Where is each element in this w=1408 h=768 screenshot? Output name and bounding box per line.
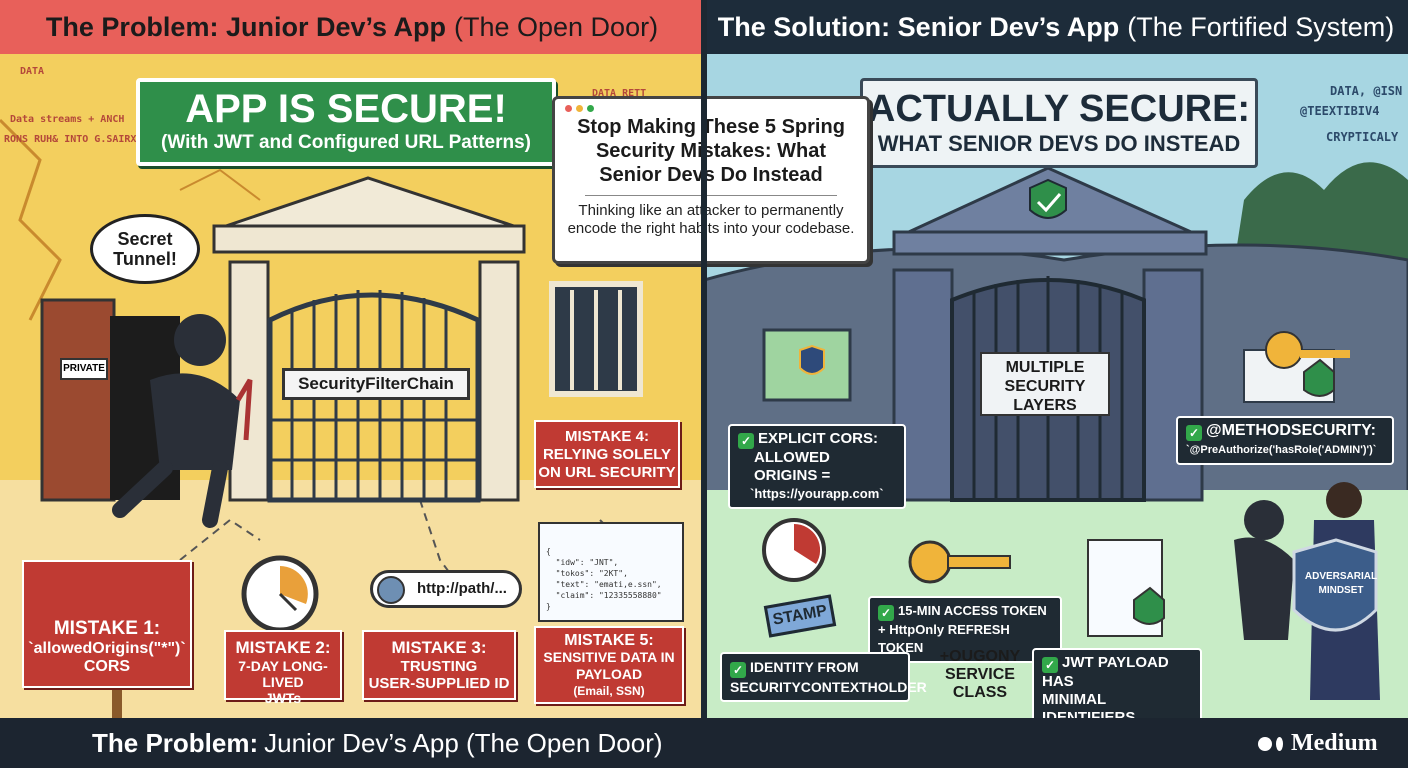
check-icon: ✓ xyxy=(878,605,894,621)
decor-text: DATA, @ISN xyxy=(1330,84,1403,98)
sign-subtitle: (With JWT and Configured URL Patterns) xyxy=(161,132,531,153)
service-class-text: +OUGONY SERVICE CLASS xyxy=(939,648,1021,701)
label-line: 15-MIN ACCESS TOKEN xyxy=(898,603,1047,618)
decor-text: DATA xyxy=(20,66,45,77)
explicit-cors-label: ✓EXPLICIT CORS: ALLOWED ORIGINS = `https… xyxy=(728,424,906,509)
medium-icon xyxy=(1258,736,1272,751)
speech-bubble: Secret Tunnel! xyxy=(90,214,200,284)
mistake-2-label: MISTAKE 2: 7-DAY LONG-LIVED JWTs xyxy=(224,630,342,706)
check-icon: ✓ xyxy=(738,433,754,449)
decor-text: RONS RUH& INTO G.SAIRX xyxy=(4,134,137,145)
article-subtitle: Thinking like an attacker to permanently… xyxy=(567,202,855,237)
mistake-extra: CORS xyxy=(83,658,131,675)
label-line: + HttpOnly REFRESH TOKEN xyxy=(878,622,1010,655)
label-line: SECURITYCONTEXTHOLDER xyxy=(730,679,927,695)
banner-bold: The Problem: Junior Dev’s App xyxy=(45,11,446,42)
mistake-4-label: MISTAKE 4: RELYING SOLELY ON URL SECURIT… xyxy=(534,420,680,488)
sign-subtitle: WHAT SENIOR DEVS DO INSTEAD xyxy=(877,131,1241,156)
label-line: @METHODSECURITY: xyxy=(1206,422,1376,439)
mistake-extra: ON URL SECURITY xyxy=(538,464,676,481)
banner-bold: The Solution: Senior Dev’s App xyxy=(717,11,1120,42)
mistake-extra: JWTs xyxy=(264,690,302,706)
decor-text: Data streams + ANCH xyxy=(10,114,125,125)
label-line: ALLOWED ORIGINS = xyxy=(754,449,831,484)
medium-wordmark: Medium xyxy=(1291,730,1378,756)
banner-normal: (The Open Door) xyxy=(453,11,659,42)
banner-normal: (The Fortified System) xyxy=(1127,11,1395,42)
security-filter-chain-label: SecurityFilterChain xyxy=(282,368,470,400)
method-security-label: ✓@METHODSECURITY: `@PreAuthorize('hasRol… xyxy=(1176,416,1394,465)
user-icon xyxy=(377,576,405,604)
decor-text: CRYPTICALY xyxy=(1326,130,1399,144)
sign-title: ACTUALLY SECURE: xyxy=(867,88,1251,130)
check-icon: ✓ xyxy=(1042,657,1058,673)
footer-bold: The Problem: xyxy=(92,728,259,758)
url-text: http://path/... xyxy=(417,580,507,597)
private-door-sign: PRIVATE xyxy=(60,358,108,380)
sign-title: APP IS SECURE! xyxy=(185,87,507,131)
app-secure-sign: APP IS SECURE! (With JWT and Configured … xyxy=(136,78,556,166)
mistake-detail: TRUSTING xyxy=(400,658,478,675)
window-dots xyxy=(565,105,594,112)
mistake-title: MISTAKE 5: xyxy=(564,632,654,649)
access-token-label: ✓ 15-MIN ACCESS TOKEN + HttpOnly REFRESH … xyxy=(868,596,1062,663)
title-card: Stop Making These 5 Spring Security Mist… xyxy=(552,96,870,264)
mistake-detail: RELYING SOLELY xyxy=(542,446,672,463)
mistake-extra: USER-SUPPLIED ID xyxy=(368,675,510,692)
mistake-title: MISTAKE 4: xyxy=(565,428,649,445)
label-line: JWT PAYLOAD HAS xyxy=(1042,654,1169,690)
medium-icon xyxy=(1276,736,1283,751)
mistake-extra: (Email, SSN) xyxy=(573,684,645,698)
actually-secure-sign: ACTUALLY SECURE: WHAT SENIOR DEVS DO INS… xyxy=(860,78,1258,168)
solution-banner: The Solution: Senior Dev’s App (The Fort… xyxy=(704,0,1408,54)
decor-text: @TEEXTIBIV4 xyxy=(1300,104,1380,118)
label-line: IDENTITY FROM xyxy=(750,659,859,675)
mistake-title: MISTAKE 3: xyxy=(391,638,487,657)
url-bar: http://path/... xyxy=(370,570,522,608)
article-title: Stop Making These 5 Spring Security Mist… xyxy=(577,116,845,186)
mistake-detail: SENSITIVE DATA IN PAYLOAD xyxy=(543,649,675,682)
label-line: `https://yourapp.com` xyxy=(750,486,884,501)
medium-logo[interactable]: Medium xyxy=(1258,730,1378,757)
label-line: `@PreAuthorize('hasRole('ADMIN')')` xyxy=(1186,444,1377,456)
divider-line xyxy=(585,195,837,196)
label-line: EXPLICIT CORS: xyxy=(758,430,879,447)
mistake-detail: 7-DAY LONG-LIVED xyxy=(238,658,328,690)
mistake-1-label: MISTAKE 1: `allowedOrigins("*")` CORS xyxy=(22,560,192,688)
check-icon: ✓ xyxy=(730,662,746,678)
check-icon: ✓ xyxy=(1186,425,1202,441)
adversarial-mindset-shield-text: ADVERSARIAL MINDSET xyxy=(1304,571,1378,596)
mistake-5-label: MISTAKE 5: SENSITIVE DATA IN PAYLOAD (Em… xyxy=(534,626,684,704)
problem-banner: The Problem: Junior Dev’s App (The Open … xyxy=(0,0,704,54)
panel-divider xyxy=(701,0,707,718)
mistake-3-label: MISTAKE 3: TRUSTING USER-SUPPLIED ID xyxy=(362,630,516,700)
multiple-security-layers-sign: MULTIPLE SECURITY LAYERS xyxy=(980,352,1110,416)
decor-text: DATA RETT xyxy=(592,88,647,99)
identity-label: ✓IDENTITY FROM SECURITYCONTEXTHOLDER xyxy=(720,652,927,702)
mistake-title: MISTAKE 1: xyxy=(53,618,161,639)
footer-bar xyxy=(0,718,1408,768)
mistake-detail: `allowedOrigins("*")` xyxy=(28,640,186,657)
footer-normal: Junior Dev’s App (The Open Door) xyxy=(264,728,663,758)
jwt-payload-code: { "idw": "JNT", "tokos": "2KT", "text": … xyxy=(538,522,684,622)
footer-caption: The Problem:Junior Dev’s App (The Open D… xyxy=(92,728,663,759)
mistake-title: MISTAKE 2: xyxy=(235,638,331,657)
